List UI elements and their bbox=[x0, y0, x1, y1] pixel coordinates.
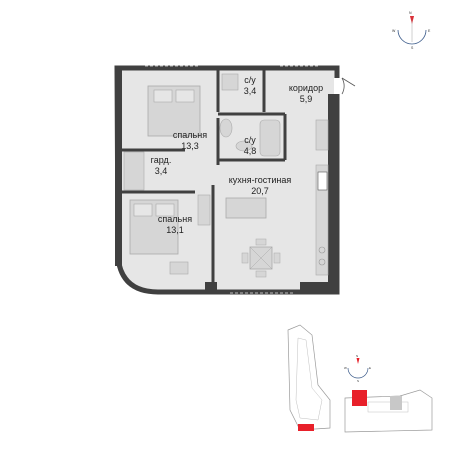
chair-bottom bbox=[255, 270, 267, 278]
compass-letter-s: S bbox=[411, 46, 414, 50]
room-area: 4,8 bbox=[244, 146, 257, 156]
room-name: с/у bbox=[244, 135, 256, 145]
wardrobe-2 bbox=[197, 194, 211, 226]
building-inner-right bbox=[367, 401, 409, 413]
wall-stub-right bbox=[300, 282, 337, 292]
toilet bbox=[219, 118, 233, 138]
room-label-bedroom-2: спальня 13,1 bbox=[158, 214, 192, 235]
room-label-wc-2: с/у 4,8 bbox=[244, 135, 257, 156]
room-name: спальня bbox=[158, 214, 192, 224]
apartment-marker-left bbox=[298, 424, 314, 431]
building-outline-left bbox=[287, 324, 331, 431]
sink bbox=[235, 140, 253, 152]
room-name: кухня-гостиная bbox=[229, 175, 292, 185]
compass-north-arrow-small bbox=[356, 358, 360, 364]
room-label-kitchen-living: кухня-гостиная 20,7 bbox=[229, 175, 292, 196]
apartment-marker-right bbox=[352, 390, 367, 406]
compass-letter-e: E bbox=[369, 366, 371, 370]
compass-ring-small bbox=[347, 367, 369, 379]
apartment-plan: с/у 3,4 коридор 5,9 спальня 13,3 с/у 4,8… bbox=[114, 65, 356, 295]
sofa bbox=[225, 197, 267, 219]
compass-letter-e: E bbox=[428, 29, 431, 33]
entry-door-leaf bbox=[341, 77, 356, 87]
room-area: 13,3 bbox=[181, 141, 199, 151]
building-core bbox=[390, 396, 402, 410]
shower-tray bbox=[221, 73, 239, 91]
wall-stub bbox=[205, 282, 217, 292]
chair-right bbox=[273, 252, 281, 264]
desk bbox=[169, 261, 189, 275]
closet-shelves bbox=[123, 151, 145, 191]
entry-opening bbox=[334, 78, 342, 94]
room-label-closet: гард. 3,4 bbox=[151, 155, 172, 176]
key-plan: N E W S bbox=[287, 324, 433, 433]
building-inner-left bbox=[295, 337, 323, 421]
compass-bottom: N E W S bbox=[344, 354, 371, 383]
compass-ring bbox=[397, 29, 427, 45]
dining-table-diag-2 bbox=[249, 246, 273, 270]
pillow-1a bbox=[153, 89, 173, 103]
compass-letter-w: W bbox=[344, 366, 347, 370]
room-name: спальня bbox=[173, 130, 207, 140]
stove-burner-2 bbox=[318, 258, 326, 266]
room-area: 5,9 bbox=[300, 94, 313, 104]
room-label-bedroom-1: спальня 13,3 bbox=[173, 130, 207, 151]
room-name: с/у bbox=[244, 75, 256, 85]
room-name: коридор bbox=[289, 83, 323, 93]
chair-left bbox=[241, 252, 249, 264]
compass-letter-s: S bbox=[357, 379, 359, 383]
room-area: 13,1 bbox=[166, 225, 184, 235]
room-area: 20,7 bbox=[251, 186, 269, 196]
hall-wardrobe bbox=[315, 119, 329, 151]
kitchen-counter bbox=[315, 164, 329, 276]
right-wall-column bbox=[328, 94, 339, 292]
room-name: гард. bbox=[151, 155, 172, 165]
chair-top bbox=[255, 238, 267, 246]
compass-letter-w: W bbox=[392, 29, 396, 33]
entry-door-arc bbox=[341, 77, 345, 95]
room-area: 3,4 bbox=[155, 166, 168, 176]
room-label-corridor: коридор 5,9 bbox=[289, 83, 323, 104]
pillow-2b bbox=[155, 203, 175, 217]
compass-letter-n: N bbox=[409, 11, 412, 15]
bathtub bbox=[259, 119, 281, 157]
stove-burner-1 bbox=[318, 246, 326, 254]
room-label-wc-1: с/у 3,4 bbox=[244, 75, 257, 96]
compass-top: N E W S bbox=[392, 11, 431, 50]
fridge bbox=[317, 171, 328, 191]
compass-letter-n: N bbox=[356, 354, 358, 358]
pillow-2a bbox=[133, 203, 153, 217]
room-area: 3,4 bbox=[244, 86, 257, 96]
left-wall bbox=[115, 66, 122, 266]
pillow-1b bbox=[175, 89, 195, 103]
